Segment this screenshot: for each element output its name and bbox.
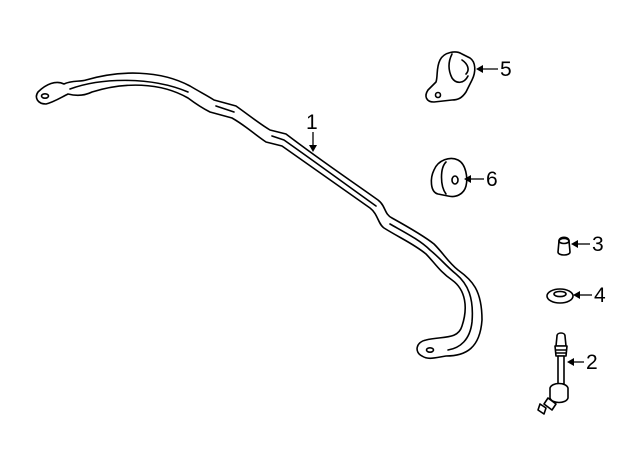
callout-1: 1: [306, 111, 318, 134]
callout-2: 2: [586, 351, 598, 374]
bracket[interactable]: [425, 51, 476, 103]
callout-5: 5: [500, 58, 512, 81]
link-nut-cap[interactable]: [557, 236, 571, 256]
callout-4: 4: [594, 284, 606, 307]
stabilizer-link[interactable]: [537, 332, 569, 415]
callout-3: 3: [592, 233, 604, 256]
leader-lines: [309, 65, 592, 366]
callout-6: 6: [486, 168, 498, 191]
bar-bushing[interactable]: [430, 157, 468, 198]
link-bushing[interactable]: [546, 288, 574, 304]
stabilizer-bar[interactable]: [35, 72, 483, 360]
